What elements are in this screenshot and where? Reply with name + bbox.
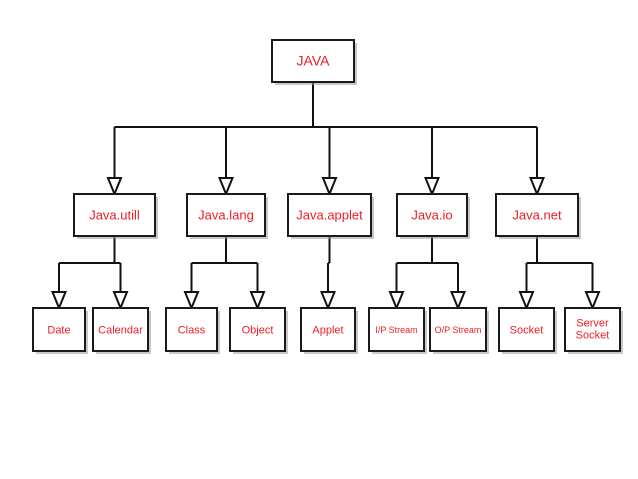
node-i-p-stream-label: I/P Stream: [375, 325, 417, 335]
node-boxes-layer: JAVA Java.utill Java.lang Java.applet Java.i…: [32, 39, 623, 354]
node-java-lang[interactable]: Java.lang: [186, 193, 268, 239]
arrow-to-java-lang: [218, 177, 234, 197]
node-java-utill-box[interactable]: [73, 193, 156, 237]
node-java-io-label: Java.io: [411, 207, 452, 222]
node-object-box[interactable]: [229, 307, 286, 352]
node-server-socket-label-line-1: Server: [576, 317, 609, 329]
connector-edges-layer: [51, 82, 601, 311]
node-java-utill-label: Java.utill: [89, 207, 140, 222]
node-java-net[interactable]: Java.net: [495, 193, 581, 239]
arrow-to-java-utill: [106, 177, 123, 197]
arrow-to-server-socket: [584, 291, 601, 311]
node-class[interactable]: Class: [165, 307, 220, 354]
node-calendar-label: Calendar: [98, 324, 143, 336]
node-date-label: Date: [47, 324, 70, 336]
node-date-box[interactable]: [32, 307, 86, 352]
arrow-to-java-applet: [321, 177, 338, 197]
node-java-applet-label: Java.applet: [296, 207, 363, 222]
arrow-to-java-net: [529, 177, 545, 197]
node-java-net-box[interactable]: [495, 193, 579, 237]
node-applet-label: Applet: [312, 324, 343, 336]
arrow-to-object: [249, 291, 266, 311]
node-class-label: Class: [178, 324, 206, 336]
node-object-label: Object: [242, 324, 274, 336]
node-i-p-stream[interactable]: I/P Stream: [368, 307, 427, 354]
node-java-applet[interactable]: Java.applet: [287, 193, 374, 239]
node-java-lang-label: Java.lang: [198, 207, 254, 222]
node-calendar-box[interactable]: [92, 307, 149, 352]
node-server-socket-label-line-2: Socket: [576, 329, 610, 341]
node-socket[interactable]: Socket: [498, 307, 557, 354]
node-applet-box[interactable]: [300, 307, 356, 352]
node-class-box[interactable]: [165, 307, 218, 352]
node-java-lang-box[interactable]: [186, 193, 266, 237]
node-o-p-stream[interactable]: O/P Stream: [429, 307, 489, 354]
node-java-root-box[interactable]: [271, 39, 355, 83]
arrow-to-class: [183, 291, 200, 311]
node-applet[interactable]: Applet: [300, 307, 358, 354]
node-java-net-label: Java.net: [512, 207, 562, 222]
node-socket-box[interactable]: [498, 307, 555, 352]
node-o-p-stream-label: O/P Stream: [435, 325, 482, 335]
node-i-p-stream-box[interactable]: [368, 307, 425, 352]
arrow-to-date: [51, 291, 67, 311]
arrow-to-java-io: [424, 177, 440, 197]
node-java-io[interactable]: Java.io: [396, 193, 470, 239]
node-socket-label: Socket: [510, 324, 544, 336]
node-server-socket-box[interactable]: [564, 307, 621, 352]
node-java-root[interactable]: JAVA: [271, 39, 357, 85]
node-java-root-label: JAVA: [297, 53, 331, 69]
node-o-p-stream-box[interactable]: [429, 307, 487, 352]
node-calendar[interactable]: Calendar: [92, 307, 151, 354]
arrow-to-o-p-stream: [450, 291, 466, 311]
node-java-utill[interactable]: Java.utill: [73, 193, 158, 239]
node-java-io-box[interactable]: [396, 193, 468, 237]
arrow-to-calendar: [112, 291, 129, 311]
node-java-applet-box[interactable]: [287, 193, 372, 237]
arrow-to-i-p-stream: [388, 291, 405, 311]
node-object[interactable]: Object: [229, 307, 288, 354]
arrow-to-socket: [518, 291, 535, 311]
node-date[interactable]: Date: [32, 307, 88, 354]
arrow-to-applet: [320, 291, 336, 311]
